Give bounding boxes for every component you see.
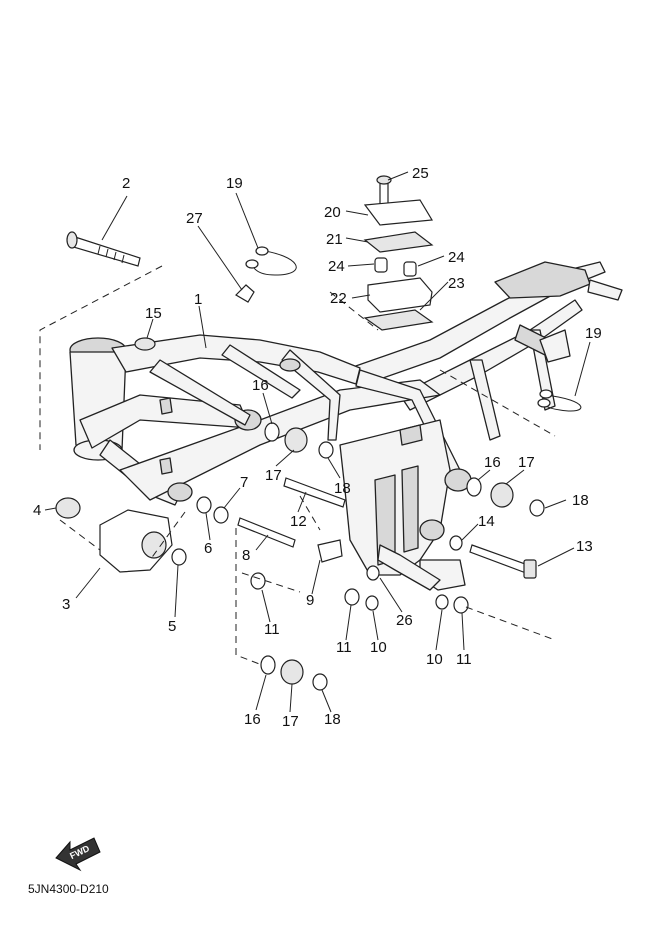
callout-11: 11 xyxy=(336,639,352,656)
callout-17: 17 xyxy=(282,713,299,730)
callout-11: 11 xyxy=(456,651,472,668)
callout-18: 18 xyxy=(572,492,589,509)
callout-7: 7 xyxy=(240,474,248,491)
bracket-part-20 xyxy=(363,199,434,226)
callout-8: 8 xyxy=(242,547,250,564)
callout-15: 15 xyxy=(145,305,162,322)
mount-block-part-22 xyxy=(367,277,433,313)
cap-part-4 xyxy=(55,497,81,519)
washer-part-14 xyxy=(449,535,463,551)
mount-boss-part-3 xyxy=(141,531,167,559)
collar-part-18b xyxy=(529,499,545,517)
callout-17: 17 xyxy=(265,467,282,484)
callout-10: 10 xyxy=(370,639,387,656)
callout-21: 21 xyxy=(326,231,343,248)
callout-24: 24 xyxy=(448,249,465,266)
callout-11: 11 xyxy=(264,621,280,638)
callout-9: 9 xyxy=(306,592,314,609)
callout-16: 16 xyxy=(484,454,501,471)
washer-part-16c xyxy=(260,655,276,675)
callout-23: 23 xyxy=(448,275,465,292)
rubber-pad-part-21 xyxy=(363,231,434,253)
callout-24: 24 xyxy=(328,258,345,275)
plate-part-23 xyxy=(363,309,434,331)
callout-18: 18 xyxy=(334,480,351,497)
callout-2: 2 xyxy=(122,175,130,192)
callout-13: 13 xyxy=(576,538,593,555)
fwd-arrow-icon: FWD xyxy=(55,837,101,872)
washer-part-26 xyxy=(366,565,380,581)
nut-part-11c xyxy=(453,596,469,614)
bushing-part-17c xyxy=(280,659,304,685)
spacer-part-24b xyxy=(403,261,417,277)
callout-25: 25 xyxy=(412,165,429,182)
washer-part-5 xyxy=(171,548,187,566)
washer-part-16a xyxy=(264,422,280,442)
callout-10: 10 xyxy=(426,651,443,668)
bracket-part-9 xyxy=(317,539,343,563)
ground-wire-left xyxy=(245,246,297,276)
callout-18: 18 xyxy=(324,711,341,728)
phantom-lines xyxy=(39,265,556,666)
nut-part-11a xyxy=(250,572,266,590)
callout-5: 5 xyxy=(168,618,176,635)
callout-6: 6 xyxy=(204,540,212,557)
callout-3: 3 xyxy=(62,596,70,613)
collar-part-18a xyxy=(318,441,334,459)
washer-part-6 xyxy=(196,496,212,514)
leader-lines xyxy=(44,171,591,713)
callout-16: 16 xyxy=(244,711,261,728)
bolt-part-13 xyxy=(469,544,529,574)
bushing-part-17a xyxy=(284,427,308,453)
callout-labels: 2 19 27 25 20 21 24 24 22 23 15 1 19 16 … xyxy=(33,165,602,730)
callout-17: 17 xyxy=(518,454,535,471)
clip-part-27 xyxy=(235,284,255,303)
bolt-head-part-13 xyxy=(523,559,537,579)
callout-19: 19 xyxy=(585,325,602,342)
callout-4: 4 xyxy=(33,502,41,519)
callout-16: 16 xyxy=(252,377,269,394)
bolt-part-8 xyxy=(237,517,296,548)
ground-wire-right xyxy=(537,389,582,412)
callout-27: 27 xyxy=(186,210,203,227)
bolt-part-12 xyxy=(283,477,346,508)
washer-part-10a xyxy=(365,595,379,611)
callout-1: 1 xyxy=(194,291,202,308)
spacer-part-24a xyxy=(374,257,388,273)
bolt-part-2 xyxy=(66,231,141,267)
drawing-code: 5JN4300-D210 xyxy=(28,882,109,896)
callout-20: 20 xyxy=(324,204,341,221)
callout-22: 22 xyxy=(330,290,347,307)
nut-part-11b xyxy=(344,588,360,606)
callout-14: 14 xyxy=(478,513,495,530)
callout-26: 26 xyxy=(396,612,413,629)
nut-part-7 xyxy=(213,506,229,524)
callout-19: 19 xyxy=(226,175,243,192)
callout-12: 12 xyxy=(290,513,307,530)
washer-part-10b xyxy=(435,594,449,610)
washer-part-16b xyxy=(466,477,482,497)
collar-part-18c xyxy=(312,673,328,691)
bushing-part-17b xyxy=(490,482,514,508)
cap-part-15 xyxy=(134,337,156,351)
